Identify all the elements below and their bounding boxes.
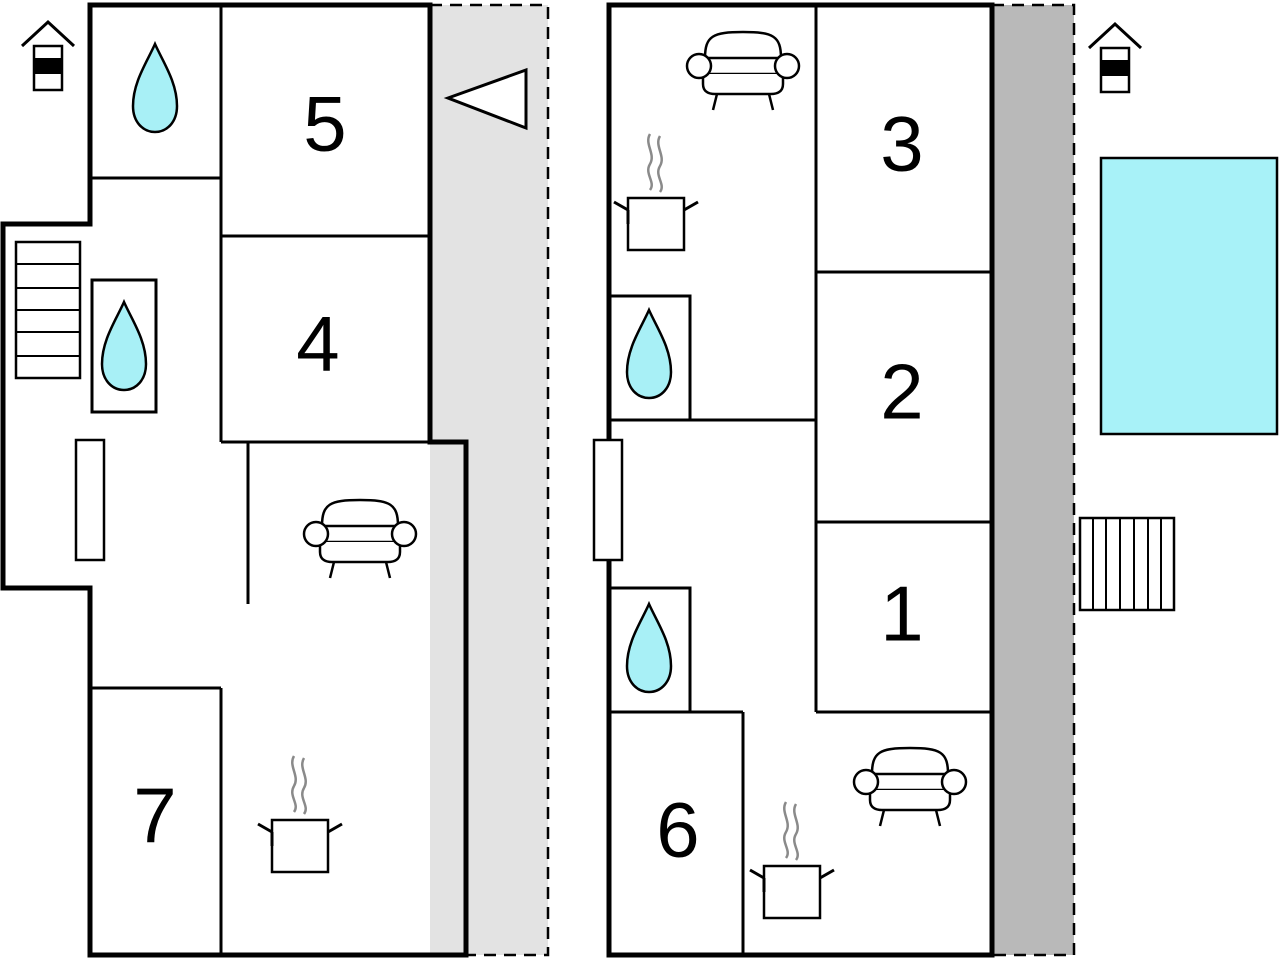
- room-7-label: 7: [133, 772, 176, 860]
- water-drop-icon: [625, 308, 673, 400]
- armchair-icon: [302, 498, 418, 580]
- left-floor: 5 4 7: [0, 2, 550, 958]
- terrace-strip-right: [992, 5, 1074, 955]
- armchair-icon: [685, 30, 801, 112]
- room-6-label: 6: [656, 786, 699, 874]
- swimming-pool-icon: [1099, 156, 1279, 436]
- water-drop-icon: [625, 602, 673, 694]
- water-drop-icon: [131, 42, 179, 134]
- staircase-icon: [1078, 516, 1176, 612]
- triangle-marker-icon: [443, 67, 528, 131]
- room-2-label: 2: [880, 348, 923, 436]
- water-drop-icon: [100, 300, 148, 392]
- terrace-strip-left: [430, 5, 548, 955]
- staircase-icon: [14, 240, 82, 380]
- cooking-pot-icon: [256, 754, 344, 874]
- window-icon: [592, 438, 624, 562]
- cooking-pot-icon: [748, 800, 836, 920]
- room-5-label: 5: [303, 80, 346, 168]
- armchair-icon: [852, 746, 968, 828]
- cooking-pot-icon: [612, 132, 700, 252]
- house-entrance-icon: [20, 20, 76, 92]
- room-1-label: 1: [880, 570, 923, 658]
- right-floor: 3 2 1 6: [592, 2, 1279, 958]
- room-4-label: 4: [296, 300, 339, 388]
- room-3-label: 3: [880, 100, 923, 188]
- window-icon: [74, 438, 106, 562]
- house-entrance-icon: [1087, 22, 1143, 94]
